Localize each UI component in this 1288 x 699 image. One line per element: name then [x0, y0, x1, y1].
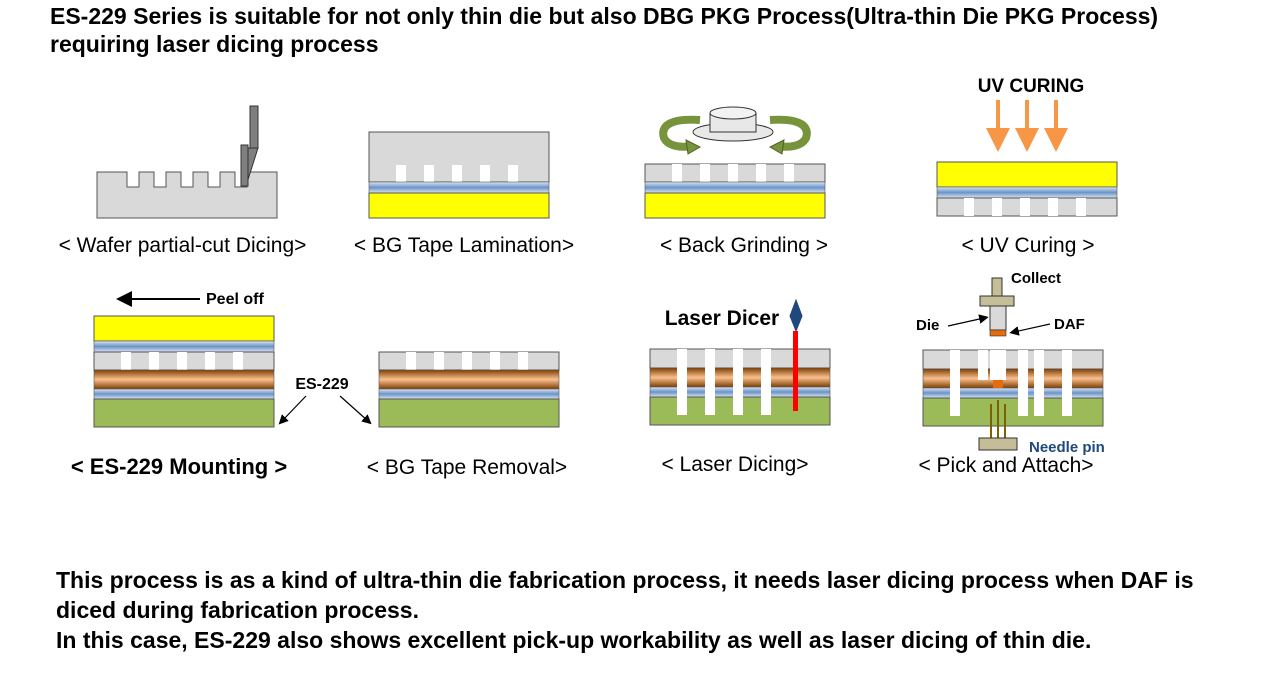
step-label-bg-tape-removal: < BG Tape Removal>: [366, 456, 568, 479]
description-paragraph-1: This process is as a kind of ultra-thin …: [56, 567, 1194, 623]
step-label-pick-and-attach: < Pick and Attach>: [918, 454, 1094, 477]
step-label-uv-curing: < UV Curing >: [961, 234, 1095, 257]
needle-pin-label: Needle pin: [1029, 439, 1105, 456]
diagram-es229-mounting: Peel off: [93, 291, 275, 428]
description-paragraph-2: In this case, ES-229 also shows excellen…: [56, 627, 1092, 653]
step-label-es229-mounting: < ES-229 Mounting >: [70, 454, 288, 479]
diagram-bg-tape-lamination: [368, 131, 550, 219]
step-label-laser-dicing: < Laser Dicing>: [661, 453, 809, 476]
diagram-pick-and-attach: Collect Die DAF Needle pin: [916, 270, 1105, 456]
dicing-blade-icon: [249, 105, 259, 149]
daf-label: DAF: [1054, 316, 1085, 333]
collet-icon: [979, 295, 1015, 307]
step-label-back-grinding: < Back Grinding >: [659, 234, 829, 257]
laser-beam-icon: [793, 331, 798, 411]
step-label-wafer-partial-cut: < Wafer partial-cut Dicing>: [58, 234, 307, 257]
diagram-wafer-partial-cut: [96, 105, 278, 219]
description-text: This process is as a kind of ultra-thin …: [56, 565, 1236, 655]
diagram-uv-curing: UV CURING: [936, 76, 1118, 217]
es229-label: ES-229: [295, 376, 348, 393]
es229-callout: ES-229: [278, 376, 372, 425]
uv-curing-label: UV CURING: [978, 76, 1085, 97]
peel-off-label: Peel off: [206, 291, 264, 308]
die-label: Die: [916, 317, 939, 334]
uv-arrows-icon: [986, 100, 1068, 152]
laser-dicer-label: Laser Dicer: [665, 307, 779, 330]
needle-pin-icon: [978, 400, 1018, 451]
diagram-laser-dicing: Laser Dicer: [649, 298, 831, 426]
rotate-arrow-icon: [659, 115, 701, 151]
diagram-bg-tape-removal: [378, 351, 560, 428]
collect-label: Collect: [1011, 270, 1061, 287]
laser-head-icon: [789, 298, 803, 333]
step-label-bg-tape-lamination: < BG Tape Lamination>: [353, 234, 575, 257]
diagram-back-grinding: [644, 106, 826, 219]
page-title: ES-229 Series is suitable for not only t…: [50, 3, 1159, 57]
